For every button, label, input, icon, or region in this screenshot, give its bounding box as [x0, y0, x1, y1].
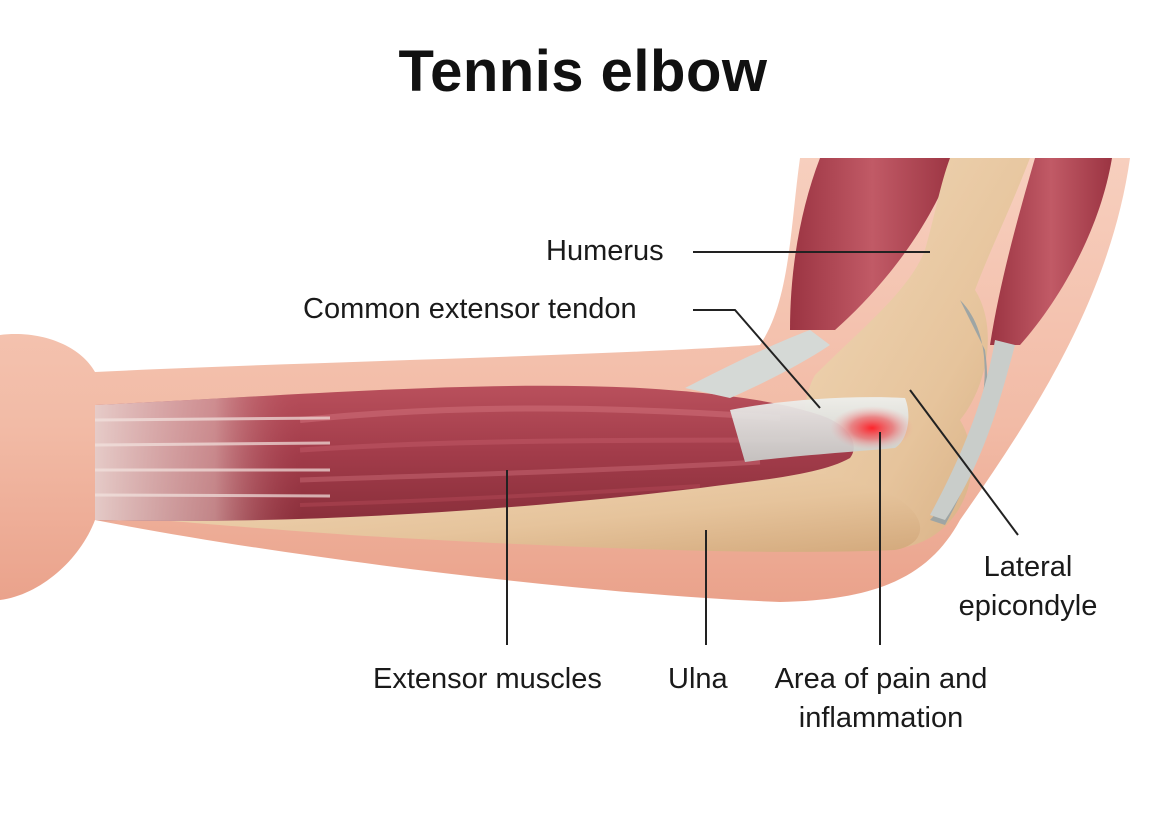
label-ulna: Ulna: [668, 663, 728, 695]
page-title: Tennis elbow: [398, 39, 768, 104]
label-pain-2: inflammation: [798, 702, 964, 734]
pain-area: [830, 406, 914, 450]
label-lateral-epicondyle-2: epicondyle: [958, 590, 1098, 622]
label-lateral-epicondyle-1: Lateral: [983, 551, 1073, 583]
leader-lateral-epicondyle: [909, 389, 1019, 536]
triceps-tendon: [930, 340, 1015, 520]
label-humerus: Humerus: [546, 235, 664, 267]
label-extensor-muscles: Extensor muscles: [373, 663, 602, 695]
anterior-tendon: [685, 330, 830, 398]
label-common-extensor-tendon: Common extensor tendon: [303, 293, 637, 325]
leader-common-extensor-tendon: [693, 309, 821, 409]
upper-arm-muscle-front: [790, 158, 955, 330]
upper-arm-muscle-back: [990, 158, 1112, 345]
label-pain-1: Area of pain and: [774, 663, 988, 695]
